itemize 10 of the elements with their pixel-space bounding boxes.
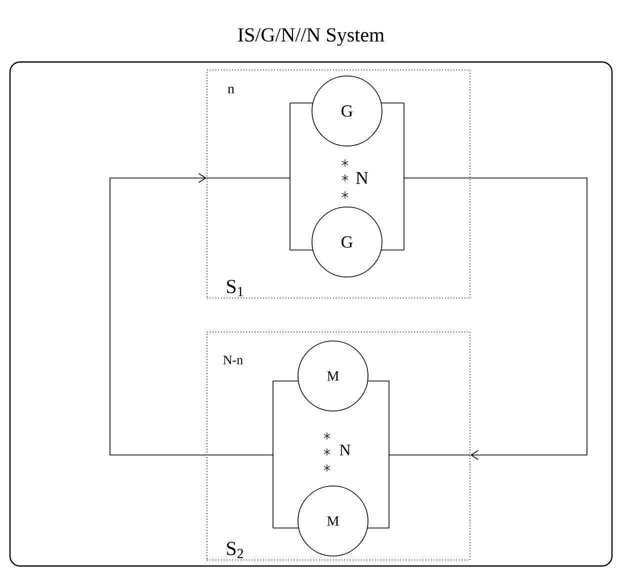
frame-box [9, 61, 613, 567]
box-label: S$_{1}$ [227, 280, 243, 296]
title: IS/G/N//N System [238, 28, 384, 46]
box-label: S$_{2}$ [227, 542, 244, 558]
count-label: N [356, 172, 368, 184]
box-label: N-n [223, 356, 243, 364]
count-label: N [340, 444, 350, 456]
arrow [470, 178, 588, 460]
arrow [110, 173, 207, 456]
box-label: n [228, 86, 234, 94]
